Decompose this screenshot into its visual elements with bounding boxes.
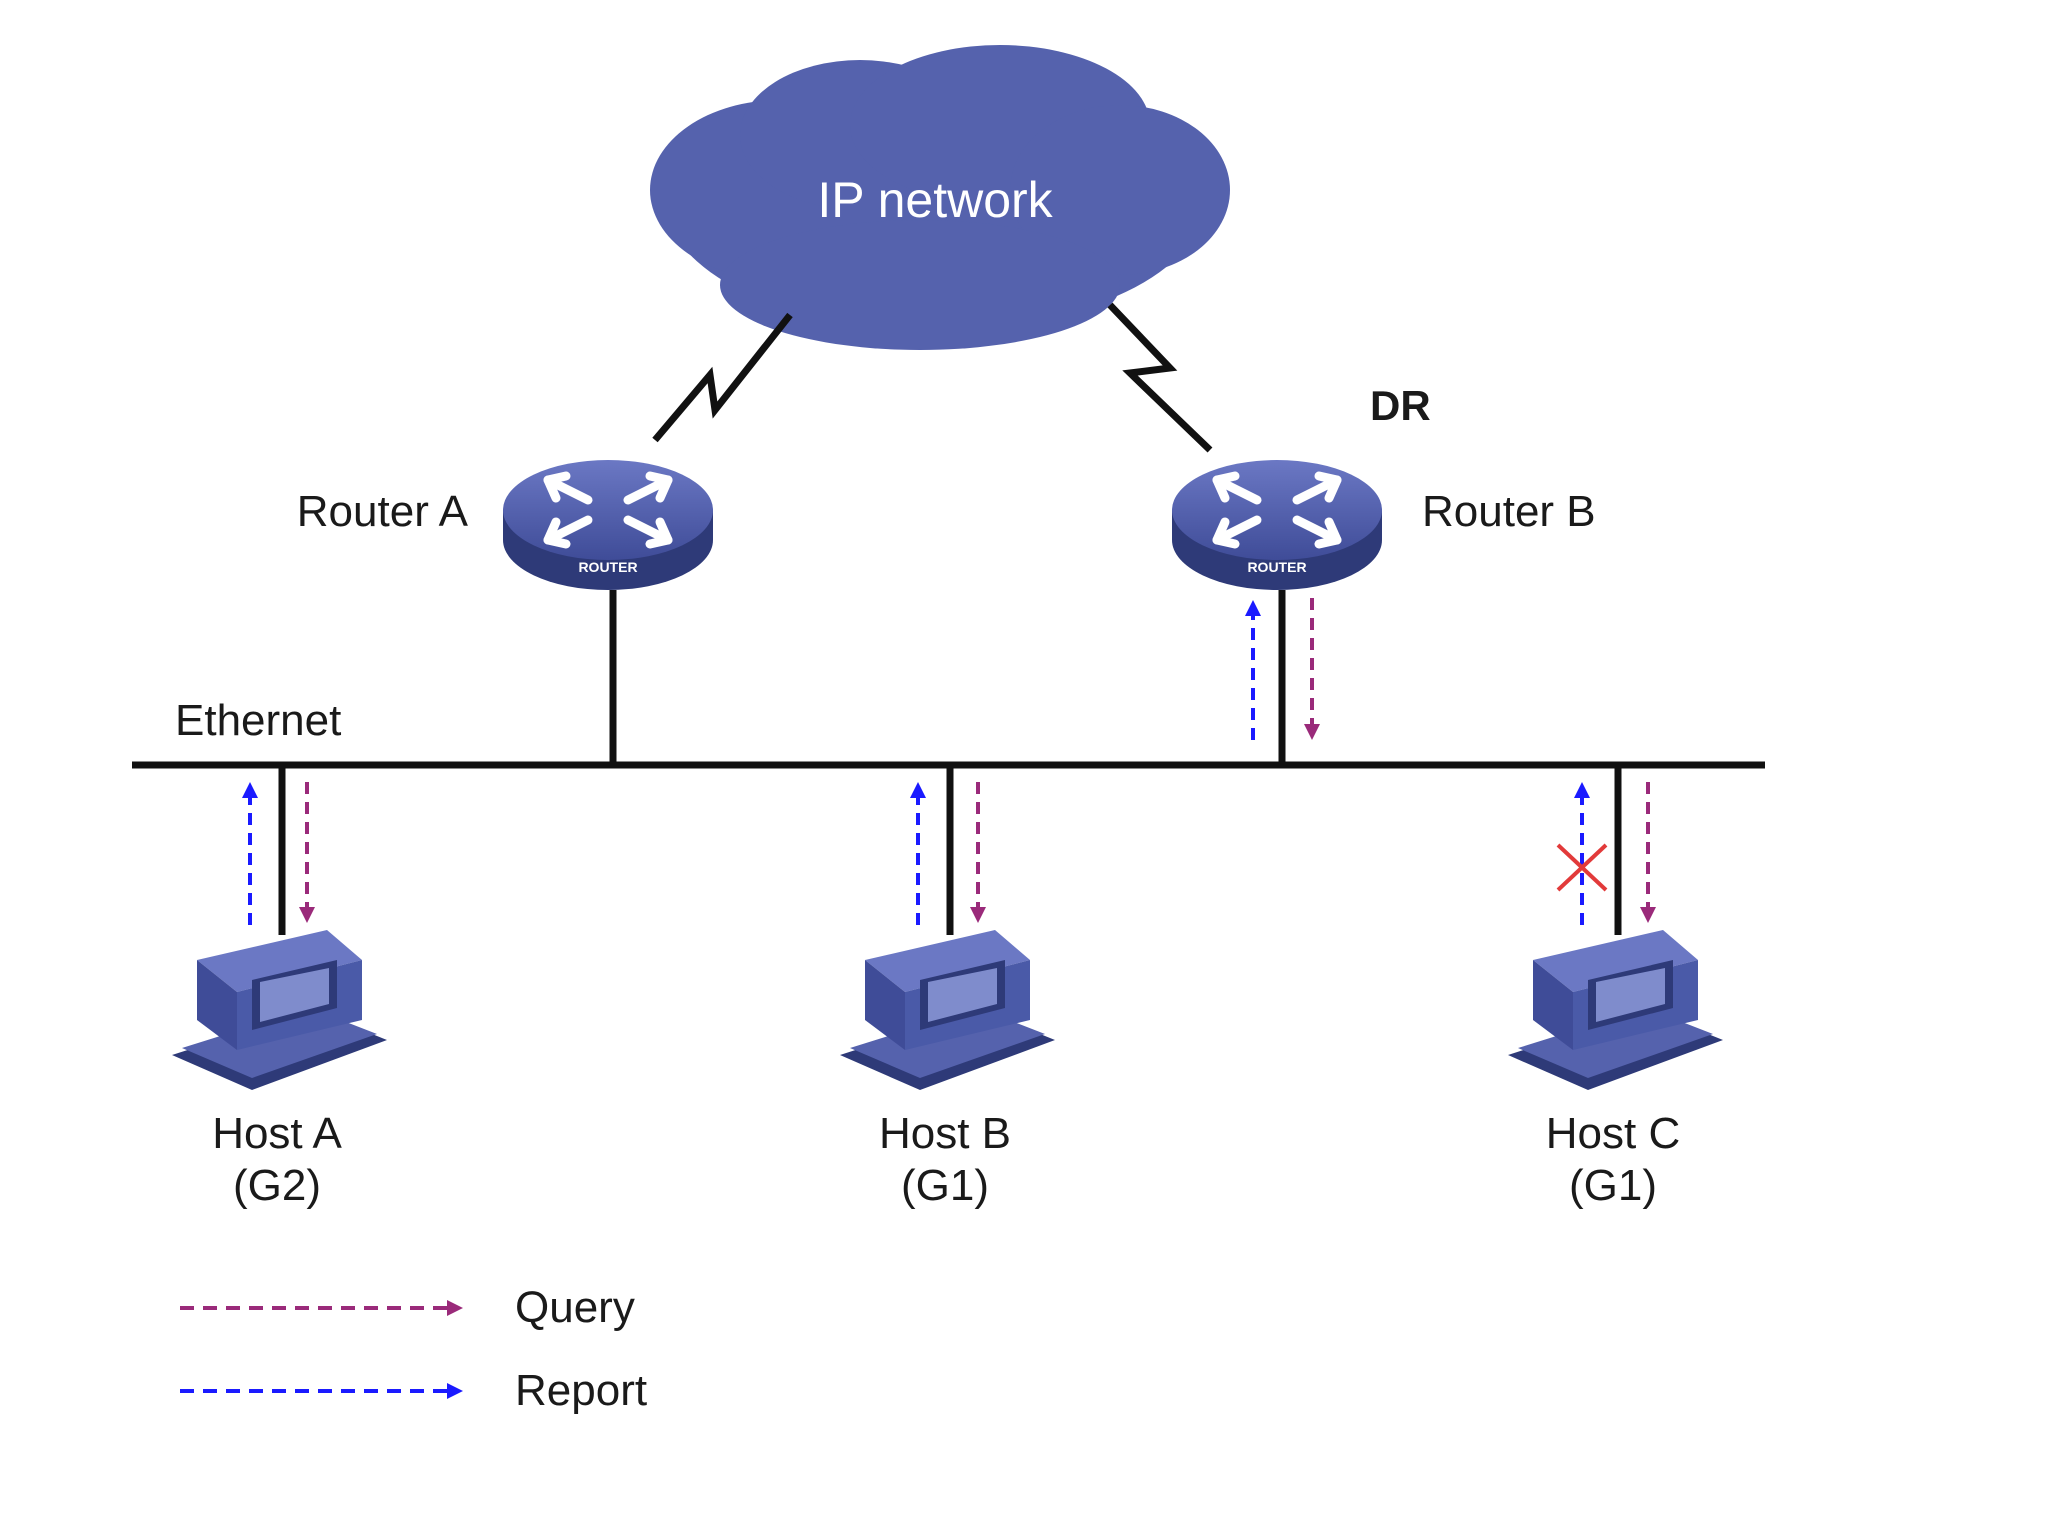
router-b-badge: ROUTER: [1247, 559, 1306, 575]
serial-link-router-a: [652, 312, 793, 443]
dr-label: DR: [1370, 382, 1431, 429]
router-arrows-icon: [543, 471, 673, 549]
legend-report-label: Report: [515, 1366, 647, 1415]
legend-query-label: Query: [515, 1283, 635, 1332]
host-b-group: (G1): [901, 1161, 989, 1210]
host-a-group: (G2): [233, 1161, 321, 1210]
legend: Query Report: [180, 1283, 647, 1415]
router-arrows-icon: [1212, 471, 1342, 549]
host-c-name: Host C: [1546, 1109, 1680, 1158]
router-b-label: Router B: [1422, 487, 1596, 536]
host-b-name: Host B: [879, 1109, 1011, 1158]
report-suppressed-x-icon: [1556, 843, 1608, 892]
host-a-computer-icon: [172, 930, 387, 1090]
serial-link-router-b: [1107, 302, 1213, 453]
router-b: ROUTER: [1172, 460, 1382, 590]
router-a-badge: ROUTER: [578, 559, 637, 575]
host-b-computer-icon: [840, 930, 1055, 1090]
host-a-name: Host A: [212, 1109, 342, 1158]
cloud-label: IP network: [817, 172, 1053, 228]
ip-network-cloud: IP network: [650, 45, 1230, 350]
router-a: ROUTER: [503, 460, 713, 590]
host-c-group: (G1): [1569, 1161, 1657, 1210]
router-a-label: Router A: [297, 487, 469, 536]
ethernet-label: Ethernet: [175, 696, 341, 745]
host-c-computer-icon: [1508, 930, 1723, 1090]
